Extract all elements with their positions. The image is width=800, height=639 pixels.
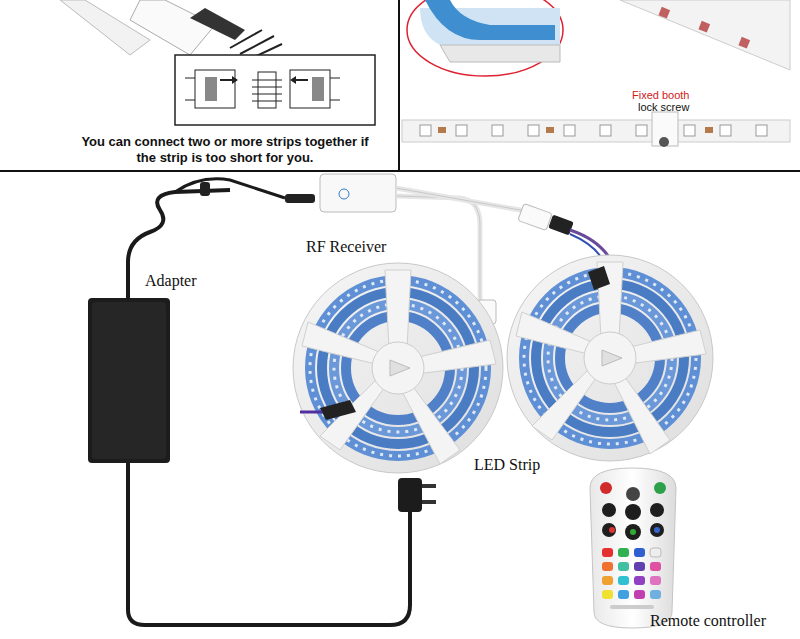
part-label: RF Receiver — [306, 238, 386, 256]
remote-controller — [590, 468, 676, 628]
part-label: LED Strip — [474, 456, 540, 474]
strip-horizontal — [402, 112, 790, 147]
tape-illustration — [407, 0, 563, 76]
led-reel-right — [507, 255, 713, 461]
callout-label: Fixed booth — [632, 89, 689, 101]
part-label: Remote controller — [650, 612, 766, 630]
part-label: Adapter — [145, 272, 197, 290]
plug-illustration — [60, 0, 282, 58]
callout-label: lock screw — [638, 101, 689, 113]
connector-diagram — [175, 55, 375, 125]
strip-corner — [620, 0, 790, 70]
note-text: You can connect two or more strips toget… — [80, 134, 370, 166]
led-reel-left — [293, 263, 503, 473]
